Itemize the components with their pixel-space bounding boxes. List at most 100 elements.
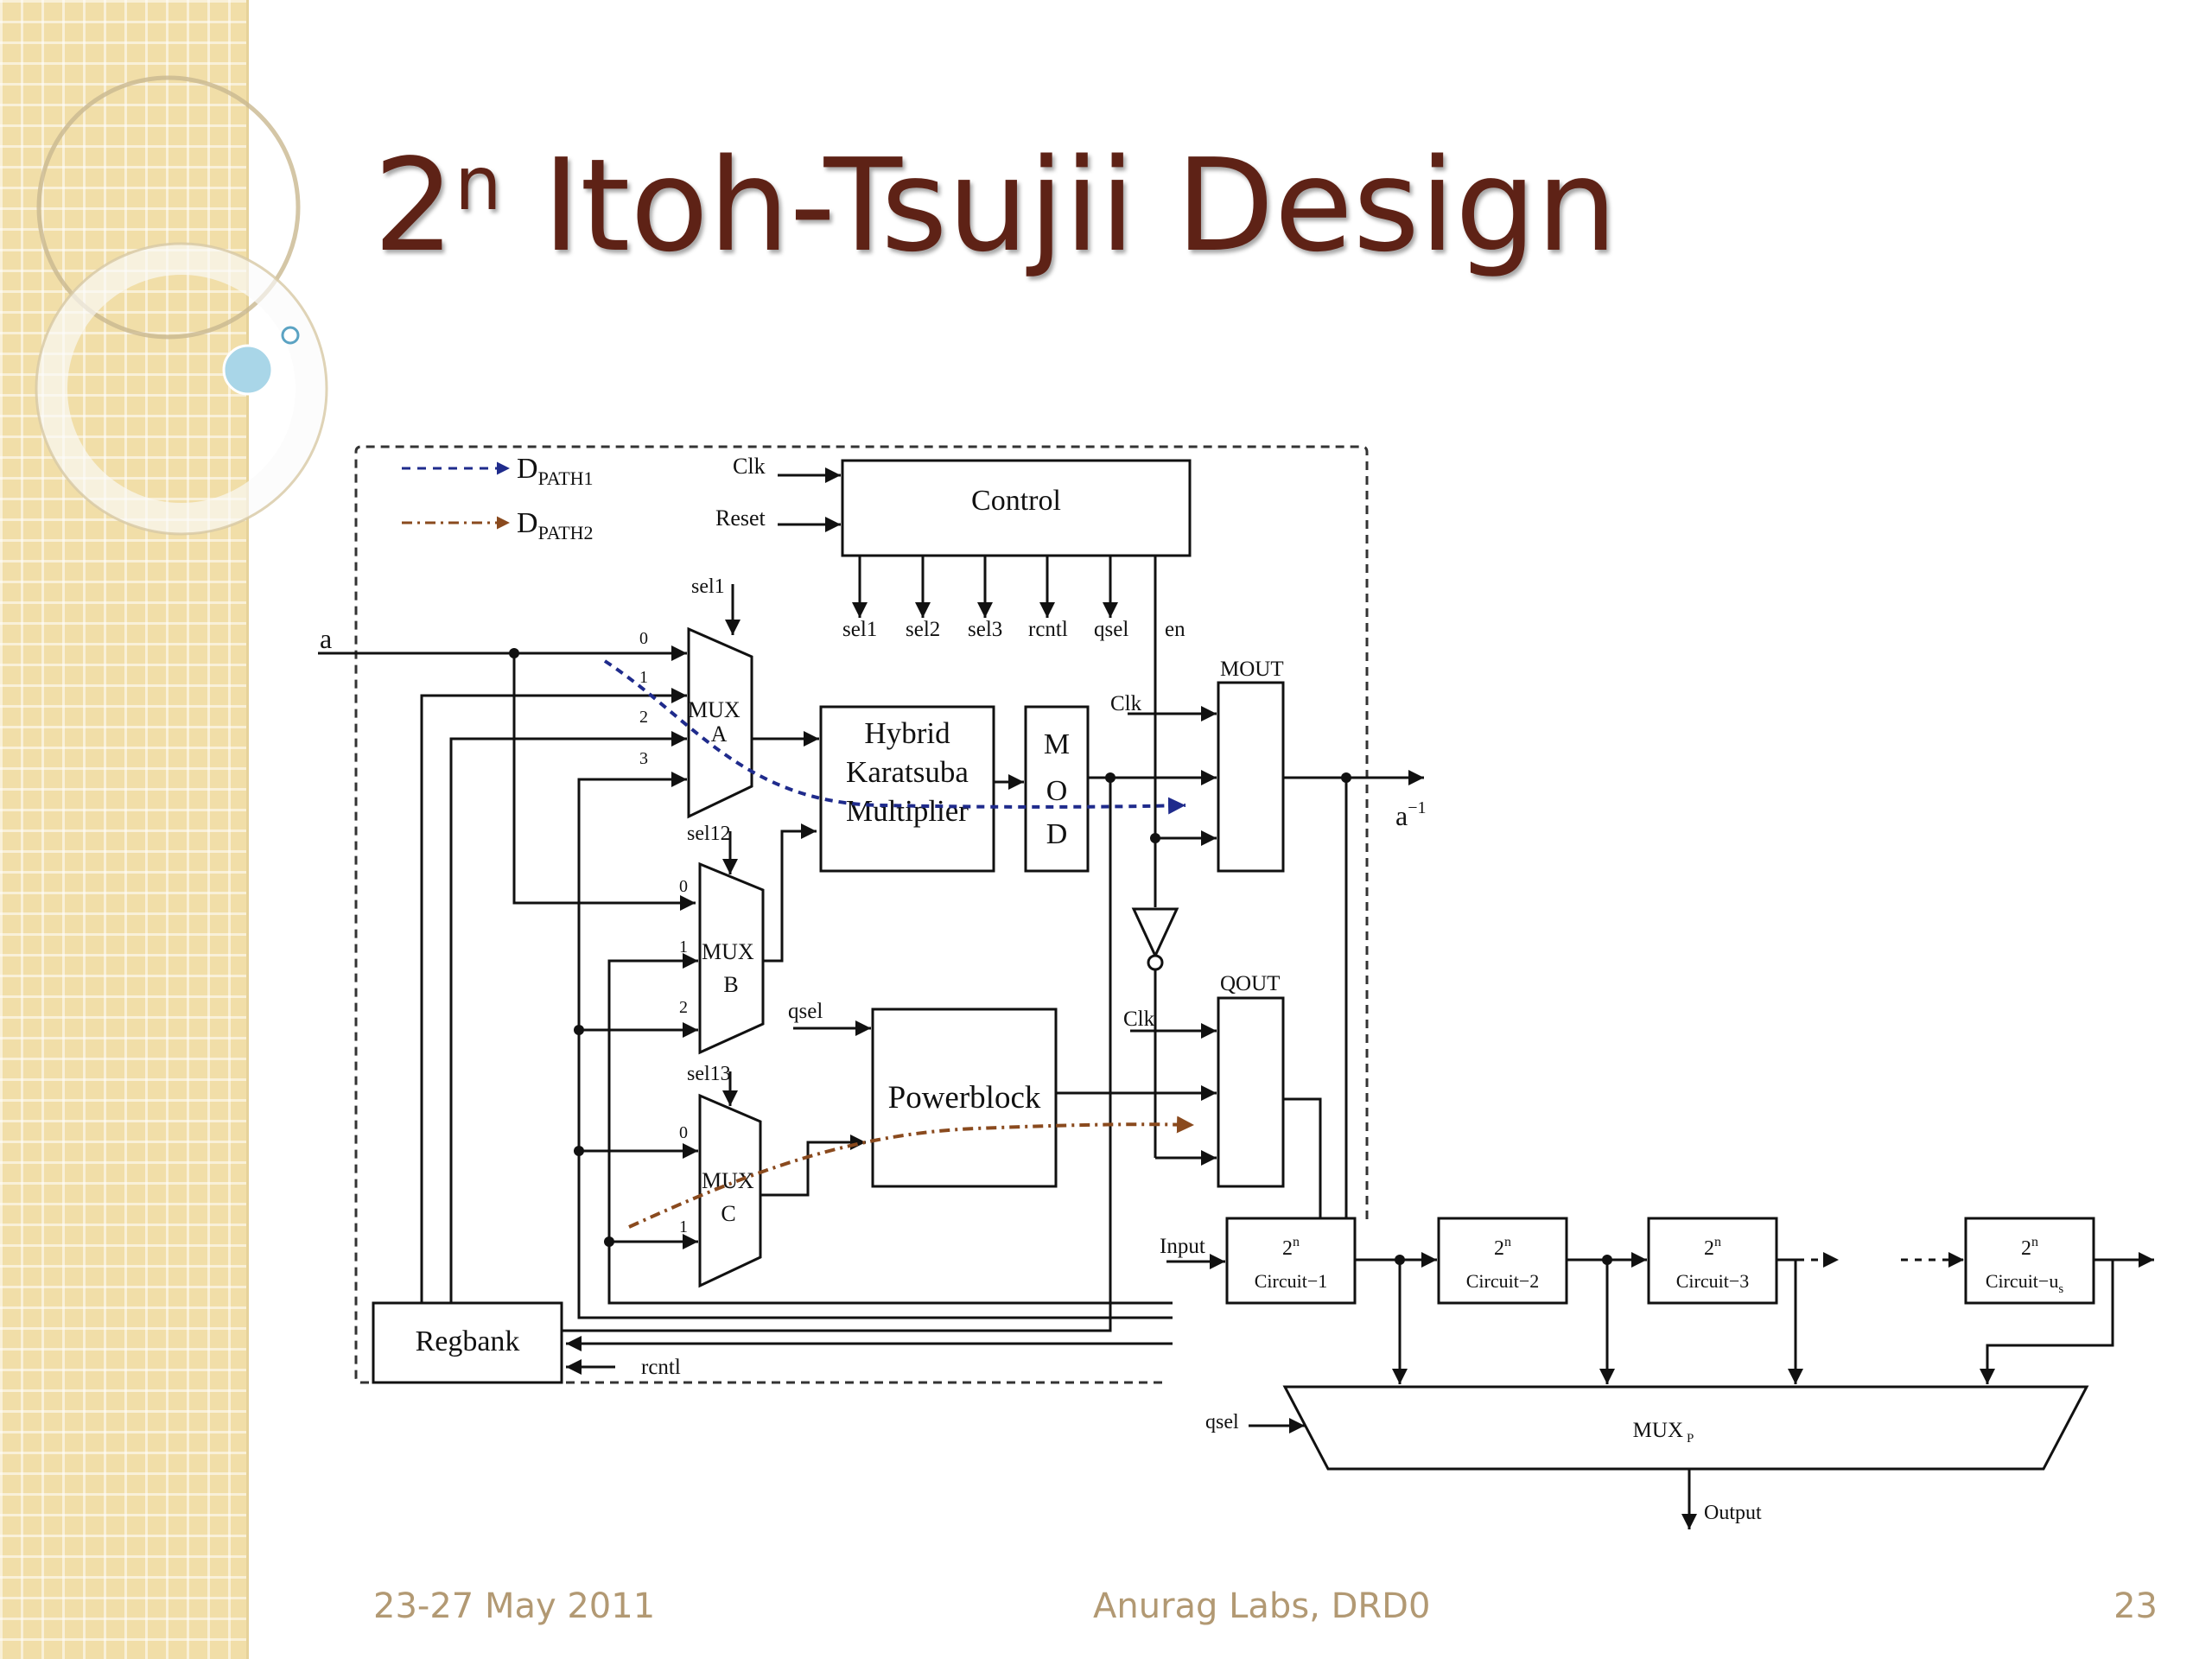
mux-p-output-label: Output — [1704, 1502, 1762, 1524]
tap-u-arrow — [1980, 1260, 2114, 1384]
qout-box — [1217, 996, 1285, 1188]
mux-a-port2: 2 — [639, 708, 648, 727]
mux-b-body — [698, 861, 765, 1055]
mux-c-id: C — [721, 1201, 735, 1226]
control-block: Control Clk Reset sel1 sel2 sel3 rcntl q… — [715, 454, 1192, 641]
mux-a-port1: 1 — [639, 668, 648, 687]
circuit-2-label: Circuit−2 — [1466, 1270, 1540, 1292]
mux-c-port0: 0 — [679, 1123, 688, 1142]
inverter-triangle — [1131, 907, 1179, 959]
mod-block: M O D — [560, 705, 1217, 1357]
slide-title: 2n Itoh-Tsujii Design — [373, 131, 1618, 280]
mod-box — [1024, 705, 1090, 873]
regbank-label: Regbank — [416, 1325, 520, 1357]
mux-a-body — [687, 626, 753, 819]
circuit-3-power: 2n — [1704, 1235, 1721, 1260]
out-sel1-label: sel1 — [842, 618, 877, 641]
control-label: Control — [971, 485, 1061, 517]
mux-a: MUX A 0 1 2 3 sel1 — [639, 575, 819, 819]
a-to-muxb-wire — [512, 653, 696, 911]
powerblock: Powerblock qsel — [788, 1000, 1217, 1188]
control-reset-label: Reset — [715, 505, 766, 531]
mux-p-qsel-label: qsel — [1205, 1411, 1239, 1433]
bubble-small — [281, 326, 300, 345]
hkm-line3: Multiplier — [846, 794, 969, 828]
hybrid-karatsuba-multiplier: Hybrid Karatsuba Multiplier — [819, 705, 1024, 873]
circuit-1-power: 2n — [1282, 1235, 1300, 1260]
page-number: 23 — [2113, 1586, 2158, 1626]
mod-letter-m: M — [1044, 728, 1070, 760]
chain-input-label: Input — [1160, 1235, 1205, 1258]
mux-b-port1: 1 — [679, 938, 688, 957]
mux-b-port0: 0 — [679, 877, 688, 896]
hkm-box — [819, 705, 995, 873]
internal-bus — [574, 772, 1173, 1319]
input-a: a — [318, 623, 696, 911]
dpath2-highlight — [628, 1116, 1195, 1229]
dpath1-highlight — [603, 659, 1186, 815]
mux-b-out — [763, 823, 817, 963]
powerblock-label: Powerblock — [888, 1080, 1041, 1116]
circuit-1-box — [1225, 1217, 1357, 1305]
mux-a-label: MUX — [688, 697, 741, 722]
ring-large — [36, 75, 301, 340]
mux-c: MUX C 0 1 sel13 — [679, 1063, 866, 1288]
legend: DPATH1 DPATH2 — [402, 453, 594, 543]
circuit-u-power: 2n — [2021, 1235, 2038, 1260]
mux-b-label: MUX — [702, 939, 754, 964]
mod-letter-o: O — [1046, 775, 1068, 807]
control-box — [841, 459, 1192, 557]
mux-c-sel-label: sel13 — [687, 1063, 731, 1085]
mout-clk-label: Clk — [1110, 692, 1142, 715]
qout-clk-label: Clk — [1123, 1007, 1155, 1031]
mux-p-body — [1282, 1385, 2089, 1471]
bubble-large — [222, 344, 274, 396]
circuit-u-box — [1964, 1217, 2095, 1305]
qout-label: QOUT — [1220, 972, 1280, 995]
circuit-3-box — [1647, 1217, 1778, 1305]
out-rcntl-label: rcntl — [1028, 618, 1068, 641]
input-a-label: a — [320, 623, 332, 654]
regbank-box — [372, 1301, 563, 1384]
mux-b: MUX B 0 1 2 sel12 — [679, 823, 817, 1055]
mout-label: MOUT — [1220, 658, 1284, 681]
powerblock-qsel-label: qsel — [788, 1000, 823, 1023]
out-sel2-label: sel2 — [906, 618, 940, 641]
ring-outline — [35, 242, 328, 536]
mux-c-port1: 1 — [679, 1217, 688, 1236]
out-sel3-label: sel3 — [968, 618, 1002, 641]
control-clk-label: Clk — [733, 454, 766, 479]
mux-a-id: A — [711, 721, 728, 747]
mux-a-port0: 0 — [639, 629, 648, 648]
out-qsel-label: qsel — [1094, 618, 1128, 641]
legend-path1-label: DPATH1 — [517, 453, 594, 489]
legend-path2-label: DPATH2 — [517, 507, 594, 543]
qout-register: QOUT Clk — [1123, 972, 1322, 1225]
qout-out-wire — [1283, 1097, 1322, 1225]
circuit-2-box — [1437, 1217, 1568, 1305]
hkm-line1: Hybrid — [864, 716, 950, 750]
circuit-2-power: 2n — [1494, 1235, 1511, 1260]
decorative-rings — [35, 75, 328, 536]
output-a-inverse: a−1 — [1395, 798, 1426, 831]
out-en-label: en — [1165, 618, 1185, 641]
mux-b-sel-label: sel12 — [687, 823, 731, 845]
enable-line — [1131, 556, 1217, 1166]
footer-date: 23-27 May 2011 — [373, 1586, 656, 1626]
mod-letter-d: D — [1046, 818, 1068, 850]
mout-register: MOUT Clk a−1 — [1110, 658, 1426, 1225]
circuit-1-label: Circuit−1 — [1255, 1270, 1328, 1292]
bus-to-muxb-1 — [607, 953, 1173, 1305]
circuit-3-label: Circuit−3 — [1676, 1270, 1750, 1292]
datapath-boundary — [354, 445, 1369, 1384]
circuit-u-label: Circuit−us — [1986, 1270, 2064, 1296]
regbank: Regbank rcntl — [372, 688, 1173, 1384]
mux-b-id: B — [723, 972, 738, 997]
ring-white — [36, 244, 327, 534]
mux-a-port3: 3 — [639, 749, 648, 768]
mout-box — [1217, 681, 1285, 873]
footer-organization: Anurag Labs, DRD0 — [1093, 1586, 1431, 1626]
